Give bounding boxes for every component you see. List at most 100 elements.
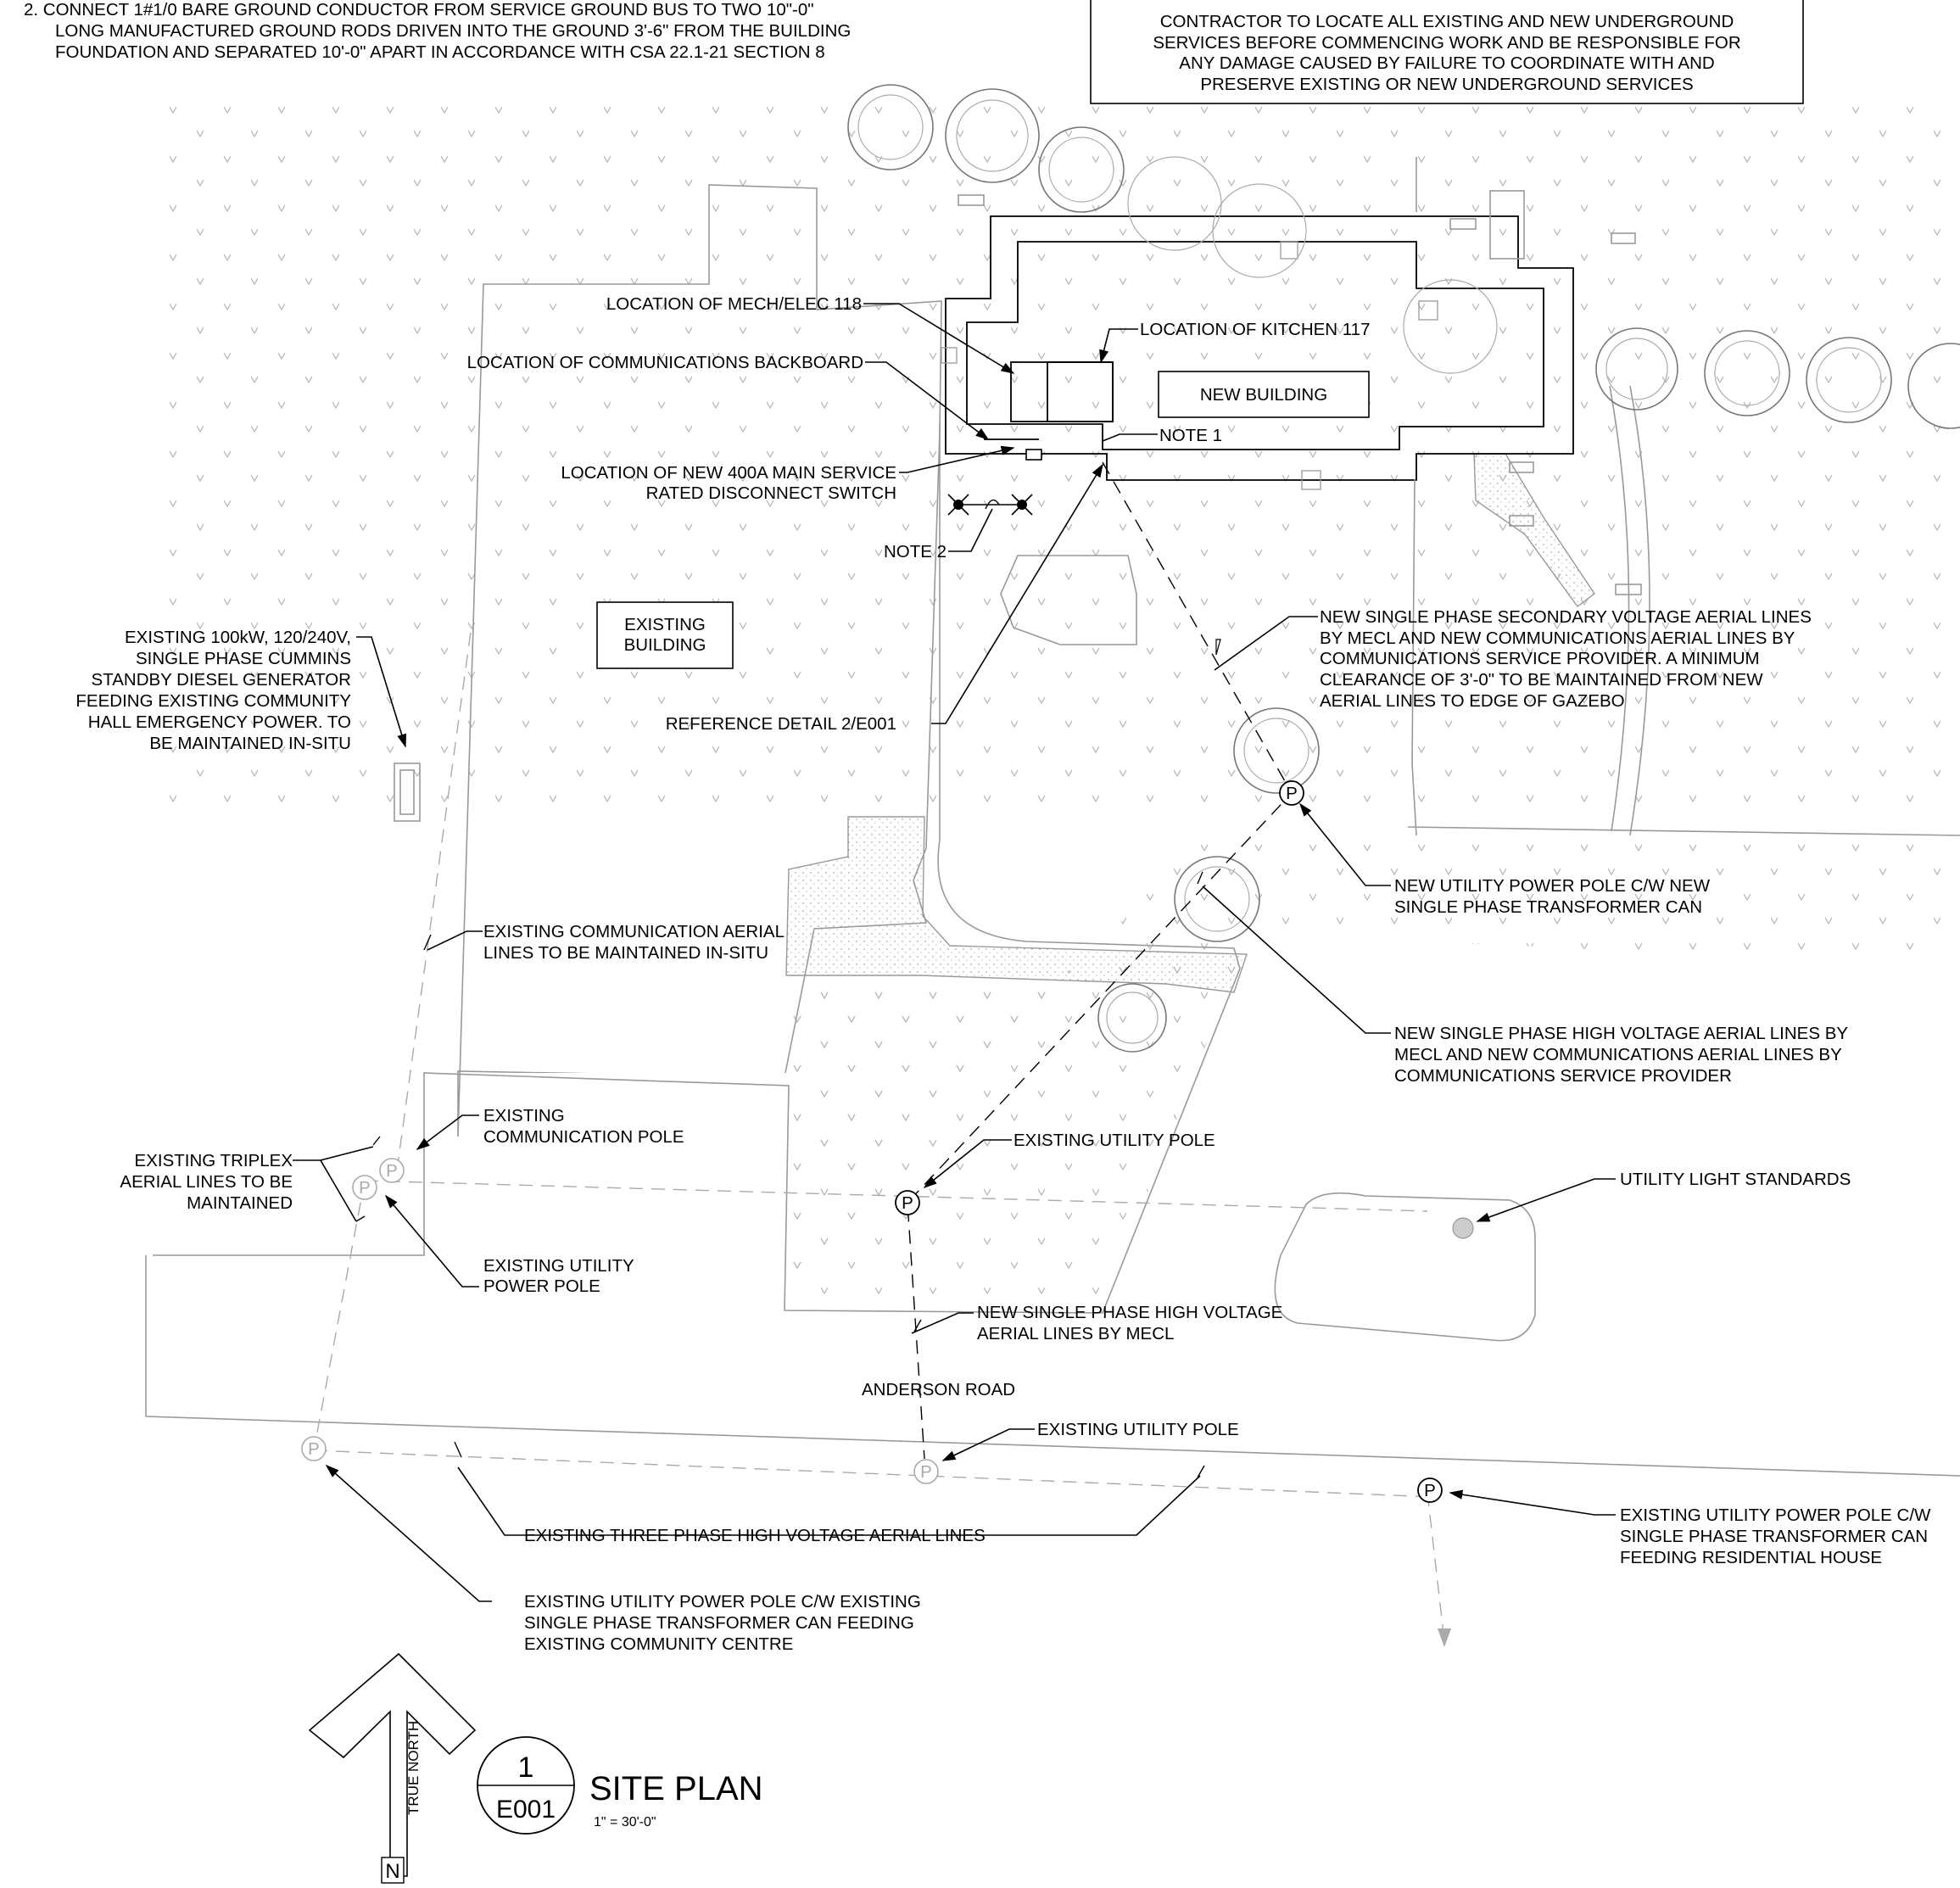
svg-text:BY MECL AND NEW COMMUNICATIONS: BY MECL AND NEW COMMUNICATIONS AERIAL LI…	[1320, 628, 1795, 648]
svg-text:NEW SINGLE PHASE HIGH VOLTAGE: NEW SINGLE PHASE HIGH VOLTAGE AERIAL LIN…	[1394, 1024, 1848, 1043]
existing-pole-community-centre: P	[301, 1436, 327, 1461]
svg-text:FOUNDATION AND SEPARATED 10'-0: FOUNDATION AND SEPARATED 10'-0" APART IN…	[55, 42, 825, 62]
existing-utility-pole-mid: P	[895, 1190, 920, 1215]
drawing-scale: 1" = 30'-0"	[594, 1815, 656, 1829]
svg-text:BE MAINTAINED IN-SITU: BE MAINTAINED IN-SITU	[149, 734, 351, 753]
label-secondary-voltage-lines: NEW SINGLE PHASE SECONDARY VOLTAGE AERIA…	[1320, 607, 1812, 711]
new-building-footprint	[941, 215, 1574, 490]
svg-text:NEW SINGLE PHASE HIGH VOLTAGE: NEW SINGLE PHASE HIGH VOLTAGE	[977, 1303, 1282, 1322]
line-tick-marks	[355, 639, 1221, 1478]
leader-lines	[293, 303, 1616, 1602]
svg-text:EXISTING: EXISTING	[624, 615, 706, 634]
label-note-1: NOTE 1	[1159, 426, 1222, 445]
svg-text:LOCATION OF COMMUNICATIONS BAC: LOCATION OF COMMUNICATIONS BACKBOARD	[467, 353, 863, 372]
label-disconnect-switch: LOCATION OF NEW 400A MAIN SERVICE RATED …	[561, 463, 896, 503]
north-arrow-icon	[308, 1652, 477, 1877]
svg-text:COMMUNICATIONS SERVICE PROVIDE: COMMUNICATIONS SERVICE PROVIDER	[1394, 1066, 1732, 1086]
svg-text:EXISTING UTILITY POWER POLE C/: EXISTING UTILITY POWER POLE C/W	[1620, 1505, 1931, 1525]
svg-text:FEEDING RESIDENTIAL HOUSE: FEEDING RESIDENTIAL HOUSE	[1620, 1548, 1882, 1567]
svg-text:LOCATION OF KITCHEN 117: LOCATION OF KITCHEN 117	[1140, 320, 1371, 339]
existing-utility-power-pole: P	[352, 1175, 377, 1200]
svg-text:LOCATION OF MECH/ELEC 118: LOCATION OF MECH/ELEC 118	[606, 294, 862, 314]
existing-building-area	[457, 184, 942, 1137]
label-anderson-road: ANDERSON ROAD	[862, 1380, 1015, 1399]
svg-text:UTILITY LIGHT STANDARDS: UTILITY LIGHT STANDARDS	[1620, 1170, 1851, 1189]
svg-text:SINGLE PHASE TRANSFORMER CAN: SINGLE PHASE TRANSFORMER CAN	[1394, 897, 1702, 917]
svg-text:BUILDING: BUILDING	[624, 635, 706, 655]
svg-text:COMMUNICATIONS SERVICE PROVIDE: COMMUNICATIONS SERVICE PROVIDER. A MINIM…	[1320, 649, 1760, 668]
svg-text:EXISTING: EXISTING	[483, 1106, 565, 1126]
property-lines	[145, 157, 1960, 1477]
sheet-number: E001	[496, 1796, 556, 1824]
svg-text:EXISTING UTILITY: EXISTING UTILITY	[483, 1256, 634, 1276]
svg-text:LONG MANUFACTURED GROUND RODS: LONG MANUFACTURED GROUND RODS DRIVEN INT…	[55, 21, 851, 41]
new-building-label: NEW BUILDING	[1158, 371, 1370, 418]
svg-text:NEW UTILITY POWER POLE C/W NEW: NEW UTILITY POWER POLE C/W NEW	[1394, 876, 1711, 896]
ground-rod-symbols	[947, 494, 1033, 516]
svg-text:POWER POLE: POWER POLE	[483, 1276, 600, 1296]
label-three-phase-lines: EXISTING THREE PHASE HIGH VOLTAGE AERIAL…	[524, 1526, 986, 1545]
svg-text:EXISTING UTILITY POLE: EXISTING UTILITY POLE	[1037, 1420, 1239, 1439]
label-new-utility-pole: NEW UTILITY POWER POLE C/W NEW SINGLE PH…	[1394, 876, 1711, 917]
svg-text:P: P	[1286, 784, 1298, 803]
svg-text:EXISTING THREE PHASE HIGH VOLT: EXISTING THREE PHASE HIGH VOLTAGE AERIAL…	[524, 1526, 986, 1545]
label-utility-light-standards: UTILITY LIGHT STANDARDS	[1620, 1170, 1851, 1189]
detail-number: 1	[518, 1751, 534, 1784]
svg-text:REFERENCE DETAIL 2/E001: REFERENCE DETAIL 2/E001	[666, 714, 896, 734]
svg-text:NEW SINGLE PHASE SECONDARY VOL: NEW SINGLE PHASE SECONDARY VOLTAGE AERIA…	[1320, 607, 1812, 627]
label-existing-utility-pole-mid: EXISTING UTILITY POLE	[1014, 1131, 1215, 1150]
svg-text:RATED DISCONNECT SWITCH: RATED DISCONNECT SWITCH	[646, 483, 896, 503]
label-generator: EXISTING 100kW, 120/240V, SINGLE PHASE C…	[75, 628, 351, 753]
svg-text:EXISTING TRIPLEX: EXISTING TRIPLEX	[135, 1151, 293, 1170]
svg-text:AERIAL LINES TO EDGE OF GAZEBO: AERIAL LINES TO EDGE OF GAZEBO	[1320, 691, 1625, 711]
svg-text:ANY DAMAGE CAUSED BY FAILURE T: ANY DAMAGE CAUSED BY FAILURE TO COORDINA…	[1179, 53, 1714, 73]
svg-text:P: P	[902, 1193, 913, 1213]
svg-text:FEEDING EXISTING COMMUNITY: FEEDING EXISTING COMMUNITY	[75, 691, 351, 711]
label-pole-community-centre: EXISTING UTILITY POWER POLE C/W EXISTING…	[524, 1592, 921, 1654]
label-new-hv-comm-lines: NEW SINGLE PHASE HIGH VOLTAGE AERIAL LIN…	[1394, 1024, 1848, 1086]
label-kitchen: LOCATION OF KITCHEN 117	[1140, 320, 1371, 339]
label-existing-utility-power-pole: EXISTING UTILITY POWER POLE	[483, 1256, 634, 1296]
svg-text:LOCATION OF NEW 400A MAIN SERV: LOCATION OF NEW 400A MAIN SERVICE	[561, 463, 896, 483]
label-existing-comm-pole: EXISTING COMMUNICATION POLE	[483, 1106, 684, 1147]
label-note-2: NOTE 2	[884, 542, 946, 561]
existing-building-label: EXISTING BUILDING	[596, 601, 734, 669]
contractor-note-box: CONTRACTOR TO LOCATE ALL EXISTING AND NE…	[1090, 0, 1804, 104]
svg-text:CLEARANCE OF 3'-0" TO BE MAINT: CLEARANCE OF 3'-0" TO BE MAINTAINED FROM…	[1320, 670, 1763, 690]
svg-text:EXISTING UTILITY POWER POLE C/: EXISTING UTILITY POWER POLE C/W EXISTING	[524, 1592, 921, 1612]
svg-text:HALL EMERGENCY POWER. TO: HALL EMERGENCY POWER. TO	[88, 712, 351, 732]
svg-text:CONTRACTOR TO LOCATE ALL EXIST: CONTRACTOR TO LOCATE ALL EXISTING AND NE…	[1160, 12, 1734, 31]
svg-text:NOTE 1: NOTE 1	[1159, 426, 1222, 445]
new-utility-power-pole: P	[1279, 780, 1304, 806]
label-mech-elec: LOCATION OF MECH/ELEC 118	[606, 294, 862, 314]
svg-text:NOTE 2: NOTE 2	[884, 542, 946, 561]
svg-text:NEW BUILDING: NEW BUILDING	[1200, 385, 1327, 405]
svg-text:AERIAL LINES TO BE: AERIAL LINES TO BE	[120, 1172, 293, 1192]
svg-text:P: P	[359, 1178, 371, 1198]
label-existing-utility-pole-road: EXISTING UTILITY POLE	[1037, 1420, 1239, 1439]
drawing-title: SITE PLAN	[589, 1770, 763, 1807]
svg-text:SINGLE PHASE TRANSFORMER CAN: SINGLE PHASE TRANSFORMER CAN	[1620, 1527, 1928, 1546]
svg-text:STANDBY DIESEL GENERATOR: STANDBY DIESEL GENERATOR	[92, 670, 351, 690]
grass-area-lower	[785, 827, 1960, 1310]
svg-text:AERIAL LINES BY MECL: AERIAL LINES BY MECL	[977, 1324, 1174, 1343]
label-existing-pole-residential: EXISTING UTILITY POWER POLE C/W SINGLE P…	[1620, 1505, 1931, 1567]
kitchen-room	[1047, 361, 1114, 422]
svg-text:P: P	[920, 1462, 932, 1482]
label-reference-detail: REFERENCE DETAIL 2/E001	[666, 714, 896, 734]
svg-text:COMMUNICATION POLE: COMMUNICATION POLE	[483, 1127, 684, 1147]
concrete-walkway	[785, 453, 1595, 993]
svg-text:SINGLE PHASE CUMMINS: SINGLE PHASE CUMMINS	[136, 649, 351, 668]
existing-utility-pole-road: P	[913, 1459, 939, 1484]
svg-text:PRESERVE EXISTING OR NEW UNDER: PRESERVE EXISTING OR NEW UNDERGROUND SER…	[1200, 75, 1693, 94]
svg-text:EXISTING 100kW, 120/240V,: EXISTING 100kW, 120/240V,	[125, 628, 351, 647]
svg-text:LINES TO BE MAINTAINED IN-SITU: LINES TO BE MAINTAINED IN-SITU	[483, 943, 768, 963]
svg-text:P: P	[1424, 1481, 1436, 1500]
light-standard-icon	[1452, 1217, 1474, 1239]
label-existing-comm-lines: EXISTING COMMUNICATION AERIAL LINES TO B…	[483, 922, 785, 963]
svg-text:2. CONNECT 1#1/0 BARE GROUND: 2. CONNECT 1#1/0 BARE GROUND CONDUCTOR F…	[24, 0, 814, 20]
svg-text:EXISTING COMMUNITY CENTRE: EXISTING COMMUNITY CENTRE	[524, 1634, 793, 1654]
existing-pole-residential: P	[1417, 1477, 1443, 1503]
svg-text:N: N	[385, 1860, 399, 1883]
